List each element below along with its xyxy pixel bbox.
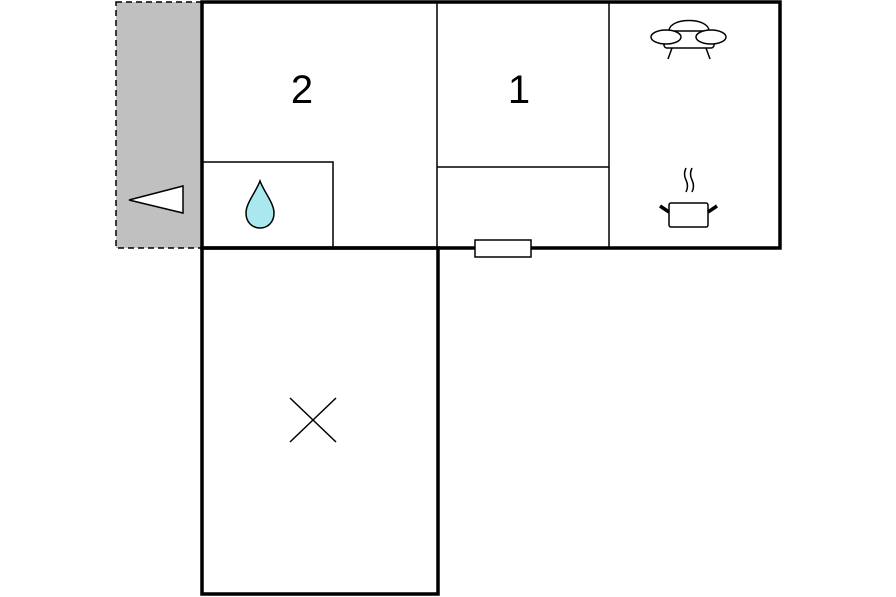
room-label-1: 1	[508, 68, 530, 112]
sofa-icon	[650, 19, 727, 60]
entrance-triangle-icon	[128, 185, 184, 214]
terrace-area	[115, 1, 203, 249]
room-label-2: 2	[291, 68, 313, 112]
outer-walls	[200, 0, 782, 596]
interior-walls	[202, 2, 610, 249]
cooking-pot-icon	[659, 167, 718, 228]
window	[474, 239, 532, 258]
water-drop-icon	[245, 178, 275, 229]
cross-icon	[289, 397, 337, 443]
